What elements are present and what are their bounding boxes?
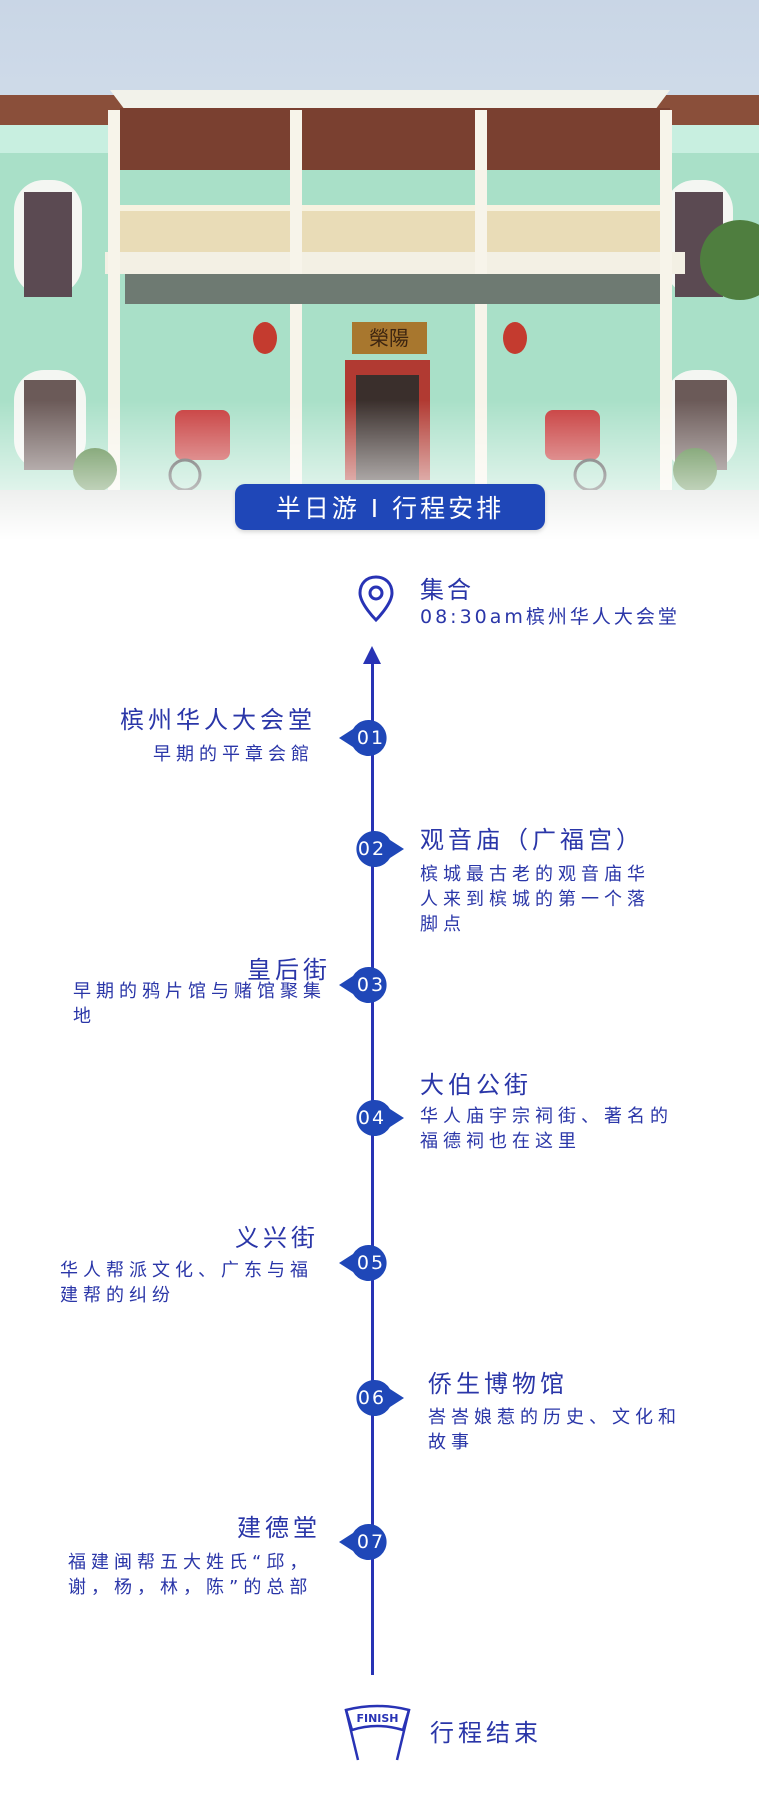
stop-06-number: 06	[357, 1387, 387, 1409]
timeline-arrowhead	[363, 646, 381, 664]
stop-07-title: 建德堂	[237, 1514, 321, 1542]
stop-05-marker: 05	[339, 1245, 393, 1281]
gather-time: 08:30am槟州华人大会堂	[420, 606, 680, 628]
stop-02-desc: 槟城最古老的观音庙华人来到槟城的第一个落脚点	[420, 864, 650, 935]
location-pin-icon	[358, 575, 394, 623]
stop-04-number: 04	[357, 1107, 387, 1129]
plaque-text: 榮陽	[369, 326, 409, 350]
finish-flag-icon: FINISH	[344, 1704, 411, 1761]
stop-05-desc: 华人帮派文化、广东与福建帮的纠纷	[60, 1260, 313, 1306]
stop-04-title: 大伯公街	[420, 1071, 532, 1099]
stop-05-number: 05	[356, 1252, 386, 1274]
hero-image: 榮陽	[0, 0, 759, 540]
stop-01-number: 01	[356, 727, 386, 749]
stop-03-desc: 早期的鸦片馆与赌馆聚集地	[73, 981, 326, 1027]
stop-01-title: 槟州华人大会堂	[120, 706, 316, 734]
stop-04-desc: 华人庙宇宗祠街、著名的福德祠也在这里	[420, 1106, 673, 1152]
schedule-banner: 半日游 I 行程安排	[235, 484, 545, 530]
stop-03-title: 皇后街	[247, 956, 331, 984]
gather-title: 集合	[420, 576, 474, 604]
finish-flag-text: FINISH	[356, 1712, 398, 1725]
stop-05-title: 义兴街	[235, 1224, 319, 1252]
stop-07-marker: 07	[339, 1524, 393, 1560]
stop-06-title: 侨生博物馆	[428, 1370, 568, 1398]
stop-02-marker: 02	[350, 831, 404, 867]
stop-06-desc: 峇峇娘惹的历史、文化和故事	[428, 1407, 681, 1453]
stop-07-number: 07	[356, 1531, 386, 1553]
timeline-axis	[371, 660, 374, 1675]
stop-01-marker: 01	[339, 720, 393, 756]
stop-02-title: 观音庙（广福宫）	[420, 826, 644, 854]
stop-03-marker: 03	[339, 967, 393, 1003]
stop-06-marker: 06	[350, 1380, 404, 1416]
finish-label: 行程结束	[430, 1719, 542, 1747]
stop-03-number: 03	[356, 974, 386, 996]
stop-07-desc: 福建闽帮五大姓氏“邱，谢，杨，林，陈”的总部	[68, 1552, 313, 1598]
stop-01-desc: 早期的平章会館	[153, 744, 314, 765]
stop-04-marker: 04	[350, 1100, 404, 1136]
stop-02-number: 02	[357, 838, 387, 860]
